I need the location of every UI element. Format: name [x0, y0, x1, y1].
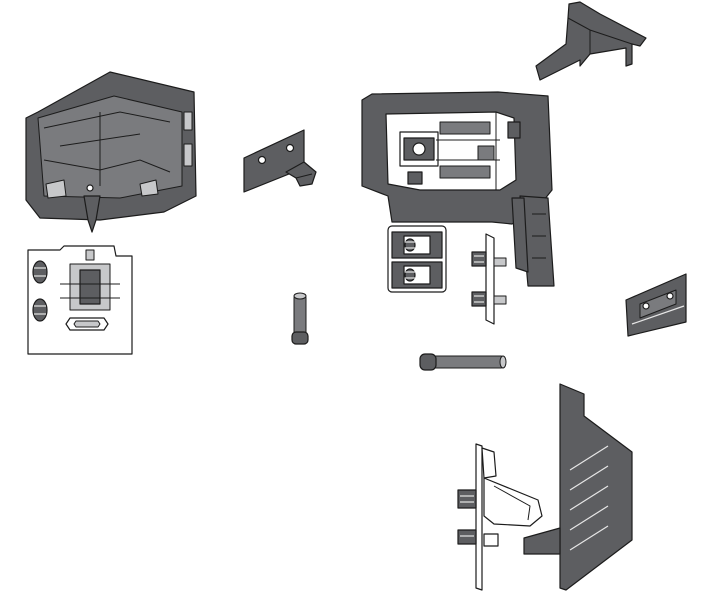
- angled-slotted-plate: [625, 273, 687, 337]
- side-panel-vented: [523, 383, 633, 591]
- mounting-bracket-plate: [243, 129, 317, 193]
- left-adapter-plate: [27, 245, 133, 355]
- screw-mount-strip: [471, 233, 507, 325]
- locking-clip-module: [387, 225, 447, 293]
- horizontal-dowel-pin: [419, 353, 507, 371]
- left-corner-housing: [25, 71, 197, 233]
- hinge-mechanism: [457, 443, 543, 591]
- top-right-connector-clip: [535, 1, 647, 81]
- vertical-dowel-pin: [291, 292, 309, 345]
- right-corner-housing: [361, 91, 555, 287]
